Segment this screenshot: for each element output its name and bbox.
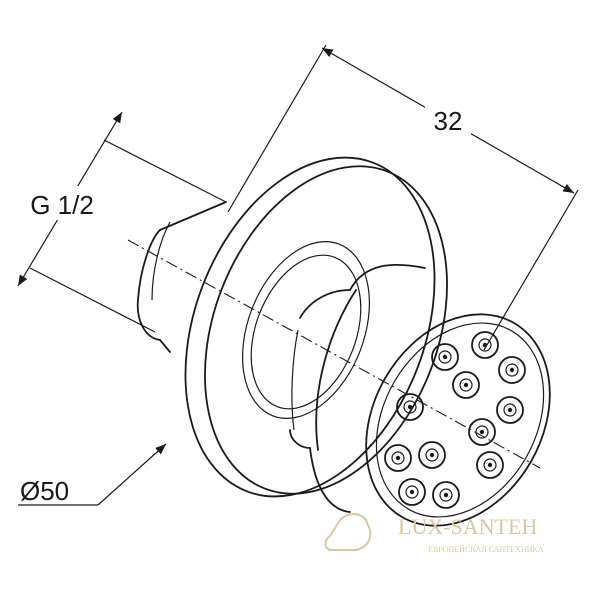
watermark-tagline: ЕВРОПЕЙСКАЯ САНТЕХНИКА (428, 545, 544, 554)
nozzle (471, 331, 499, 359)
nozzle (476, 451, 504, 479)
wall-flange (184, 156, 448, 498)
nozzle (498, 356, 526, 384)
nozzle (496, 396, 524, 424)
dimension-diameter: Ø50 (18, 443, 167, 506)
nozzle (396, 393, 424, 421)
dimension-thread: G 1/2 (17, 111, 227, 333)
nozzle (468, 418, 496, 446)
nozzle (432, 481, 460, 509)
watermark-brand: LUX-SANTEH (398, 514, 537, 539)
nozzle (452, 371, 480, 399)
bathtub-logo-icon (324, 513, 372, 551)
nozzle (398, 478, 426, 506)
spray-head (309, 263, 551, 527)
nozzle (418, 441, 446, 469)
nozzle-array (384, 331, 526, 509)
centre-axis (127, 239, 541, 469)
dimension-diameter-label: Ø50 (20, 476, 69, 506)
dimension-length: 32 (227, 44, 579, 351)
nozzle (431, 343, 459, 371)
nozzle (384, 444, 412, 472)
dimension-thread-label: G 1/2 (30, 190, 94, 220)
nozzle-neck (289, 289, 351, 449)
watermark: LUX-SANTEH ЕВРОПЕЙСКАЯ САНТЕХНИКА (324, 513, 544, 554)
dimension-length-label: 32 (434, 106, 463, 136)
